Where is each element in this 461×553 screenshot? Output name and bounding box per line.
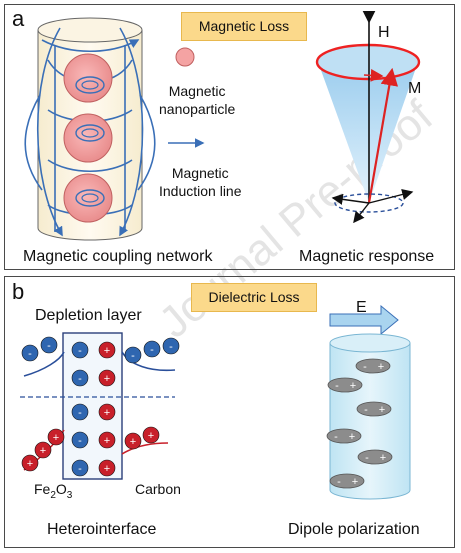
fe2o3-label: Fe2O3 [34, 481, 73, 501]
charge-sign: + [130, 436, 136, 448]
legend-line-label: Magnetic Induction line [159, 165, 242, 199]
dipole-sign: - [334, 431, 338, 443]
legend-particle-icon [175, 47, 195, 67]
electron-charge [162, 337, 180, 355]
dipole [355, 358, 391, 374]
dipole-sign: - [337, 476, 341, 488]
hole-charge [98, 369, 116, 387]
hole-charge [47, 428, 65, 446]
m-vector-arrow [367, 67, 399, 204]
panel-a-letter: a [12, 6, 25, 31]
charge-sign: - [150, 344, 154, 356]
dipole-sign: - [365, 452, 369, 464]
dipole-sign: + [380, 452, 386, 464]
charge-sign: - [78, 463, 82, 475]
panel-a [4, 4, 455, 270]
dipole-sign: + [379, 404, 385, 416]
charge-sign: - [78, 435, 82, 447]
caption-heterointerface: Heterointerface [47, 521, 157, 538]
hole-charge [21, 454, 39, 472]
legend-particle-label: Magnetic nanoparticle [159, 83, 236, 117]
dipole [326, 428, 362, 444]
carbon-label: Carbon [135, 481, 181, 497]
charge-sign: + [104, 463, 110, 475]
nanoparticles [63, 53, 113, 223]
dipole-sign: + [349, 431, 355, 443]
charge-sign: + [104, 407, 110, 419]
charge-sign: - [28, 348, 32, 360]
electron-charge [40, 336, 58, 354]
depletion-layer-label: Depletion layer [35, 307, 142, 324]
hole-charge [98, 341, 116, 359]
charge-sign: + [104, 345, 110, 357]
charge-sign: + [27, 458, 33, 470]
precession-cone [315, 10, 421, 224]
caption-coupling-network: Magnetic coupling network [23, 248, 213, 265]
hole-charge [142, 426, 160, 444]
caption-dipole-polarization: Dipole polarization [288, 521, 420, 538]
label-h: H [378, 24, 390, 41]
hole-charge [34, 441, 52, 459]
hole-charge [98, 459, 116, 477]
panel-b-letter: b [12, 279, 25, 304]
band-upper-right [121, 351, 176, 372]
electron-charge [71, 403, 89, 421]
charge-sign: - [47, 340, 51, 352]
charge-sign: - [131, 350, 135, 362]
dipole-sign: + [378, 361, 384, 373]
hole-charge [98, 431, 116, 449]
charge-sign: - [78, 345, 82, 357]
label-m: M [408, 80, 422, 97]
hole-charge [98, 403, 116, 421]
electron-charge [124, 346, 142, 364]
electron-charge [21, 344, 39, 362]
electron-charge [143, 340, 161, 358]
charge-sign: - [169, 341, 173, 353]
charges: - - - - - - - - - - + + + + + + + + + + [21, 336, 180, 477]
dipole-sign: + [352, 476, 358, 488]
band-upper-left [23, 351, 65, 377]
panel-b [4, 276, 455, 548]
electron-charge [71, 369, 89, 387]
charge-sign: - [78, 373, 82, 385]
charge-sign: + [53, 432, 59, 444]
charge-sign: + [40, 445, 46, 457]
charge-sign: - [78, 407, 82, 419]
dipole-sign: - [363, 361, 367, 373]
dipole-sign: + [350, 380, 356, 392]
hole-charge [124, 432, 142, 450]
charge-sign: + [148, 430, 154, 442]
band-lower-right [121, 442, 169, 455]
magnetic-loss-tag: Magnetic Loss [181, 12, 307, 41]
dipole [327, 377, 363, 393]
dipoles: -+-+-+-+-+-+ [326, 358, 393, 489]
charge-sign: + [104, 373, 110, 385]
dipole-sign: - [335, 380, 339, 392]
e-field-arrow [329, 304, 399, 336]
dipole [356, 401, 392, 417]
caption-magnetic-response: Magnetic response [299, 248, 435, 265]
electron-charge [71, 341, 89, 359]
electron-charge [71, 431, 89, 449]
charge-sign: + [104, 435, 110, 447]
dipole-sign: - [364, 404, 368, 416]
dielectric-loss-tag: Dielectric Loss [191, 283, 317, 312]
dipole [357, 449, 393, 465]
label-e: E [356, 299, 367, 316]
electron-charge [71, 459, 89, 477]
dipole [329, 473, 365, 489]
